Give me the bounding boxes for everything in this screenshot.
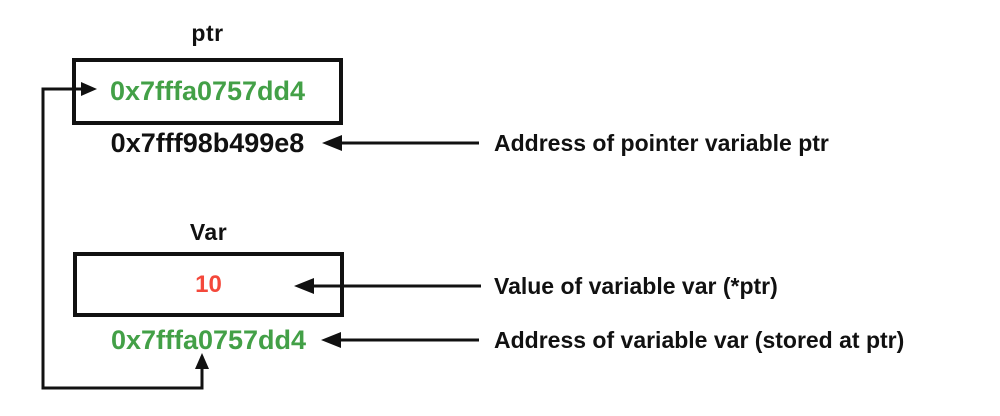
annotation-var-address: Address of variable var (stored at ptr) [494, 326, 905, 353]
ptr-box [72, 58, 343, 125]
annotation-ptr-address: Address of pointer variable ptr [494, 129, 829, 156]
var-address-label: 0x7fffa0757dd4 [110, 324, 307, 355]
loop-arrowhead-up-to-var-address [195, 353, 209, 369]
var-box-title: Var [189, 218, 228, 245]
annotation-var-value: Value of variable var (*ptr) [494, 272, 778, 299]
pointer-loop-line [41, 87, 204, 390]
arrowhead-ptr-address [322, 135, 342, 151]
loop-arrowhead-into-ptr-box [81, 82, 97, 96]
ptr-box-title: ptr [191, 19, 224, 46]
var-box [73, 252, 344, 317]
arrowhead-var-address [321, 332, 341, 348]
ptr-box-value: 0x7fffa0757dd4 [109, 76, 306, 106]
arrowhead-var-value [294, 278, 314, 294]
var-box-value: 10 [195, 270, 222, 298]
ptr-address-label: 0x7fff98b499e8 [110, 127, 305, 158]
